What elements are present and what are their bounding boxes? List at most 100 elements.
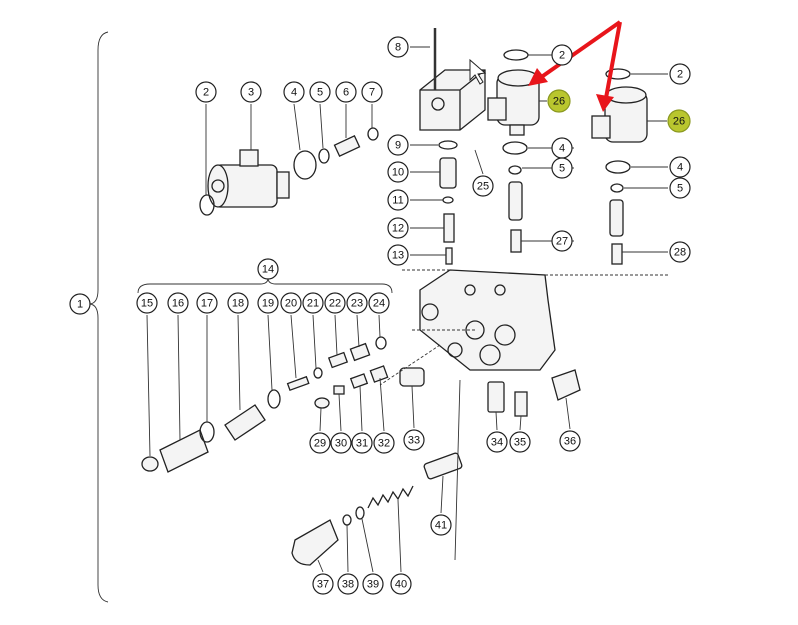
callout-22: 22 xyxy=(324,292,346,314)
callout-number: 14 xyxy=(262,264,274,276)
callout-circle xyxy=(309,432,331,454)
callout-number: 21 xyxy=(307,298,319,310)
callout-14: 14 xyxy=(257,258,279,280)
callout-5: 5 xyxy=(309,81,331,103)
callout-circle xyxy=(430,514,452,536)
callout-circle xyxy=(551,44,573,66)
callout-circle xyxy=(302,292,324,314)
callout-33: 33 xyxy=(403,429,425,451)
callout-number: 39 xyxy=(367,579,379,591)
callout-number: 26 xyxy=(553,96,565,108)
callout-35: 35 xyxy=(509,431,531,453)
callout-number: 7 xyxy=(369,87,375,99)
callout-27: 27 xyxy=(551,230,573,252)
callout-circle xyxy=(337,573,359,595)
callout-circle xyxy=(669,156,691,178)
callout-circle xyxy=(387,161,409,183)
callout-13: 13 xyxy=(387,244,409,266)
callout-circle xyxy=(387,244,409,266)
callout-23: 23 xyxy=(346,292,368,314)
callout-circle xyxy=(196,292,218,314)
callout-number: 25 xyxy=(477,181,489,193)
callout-circle xyxy=(368,292,390,314)
callout-number: 15 xyxy=(141,298,153,310)
callout-5: 5 xyxy=(669,177,691,199)
callout-circle xyxy=(330,432,352,454)
assembly-bracket xyxy=(89,31,109,603)
callout-38: 38 xyxy=(337,573,359,595)
callout-number: 28 xyxy=(674,247,686,259)
callout-4: 4 xyxy=(669,156,691,178)
callout-number: 19 xyxy=(262,298,274,310)
callout-number: 37 xyxy=(317,579,329,591)
callout-circle xyxy=(280,292,302,314)
callout-41: 41 xyxy=(430,514,452,536)
callout-number: 11 xyxy=(392,195,403,207)
group-bracket-14 xyxy=(137,277,393,294)
callout-number: 33 xyxy=(408,435,420,447)
callout-circle xyxy=(346,292,368,314)
callout-25: 25 xyxy=(472,175,494,197)
callout-circle xyxy=(559,430,581,452)
callout-26-highlighted: 26 xyxy=(547,89,571,113)
callout-circle xyxy=(362,573,384,595)
callout-number: 13 xyxy=(392,250,404,262)
callout-circle xyxy=(509,431,531,453)
callout-number: 2 xyxy=(677,69,683,81)
callout-number: 17 xyxy=(201,298,213,310)
callout-4: 4 xyxy=(551,137,573,159)
callout-number: 2 xyxy=(203,87,209,99)
callout-circle xyxy=(257,292,279,314)
callout-24: 24 xyxy=(368,292,390,314)
callout-circle xyxy=(547,89,571,113)
callout-number: 3 xyxy=(248,87,254,99)
callout-circle xyxy=(669,63,691,85)
callout-number: 29 xyxy=(314,438,326,450)
callout-2: 2 xyxy=(551,44,573,66)
callout-circle xyxy=(283,81,305,103)
callout-number: 16 xyxy=(172,298,184,310)
callout-circle xyxy=(361,81,383,103)
callout-number: 20 xyxy=(285,298,297,310)
callout-circle xyxy=(312,573,334,595)
callout-circle xyxy=(257,258,279,280)
callout-circle xyxy=(390,573,412,595)
callout-number: 41 xyxy=(435,520,447,532)
mouse-cursor-icon xyxy=(469,58,487,85)
callout-number: 5 xyxy=(559,163,565,175)
callout-32: 32 xyxy=(373,432,395,454)
callout-number: 9 xyxy=(395,140,401,152)
callout-29: 29 xyxy=(309,432,331,454)
callout-number: 4 xyxy=(559,143,565,155)
callout-2: 2 xyxy=(195,81,217,103)
callout-circle xyxy=(669,241,691,263)
callout-circle xyxy=(669,177,691,199)
callout-18: 18 xyxy=(227,292,249,314)
callout-number: 6 xyxy=(343,87,349,99)
callout-number: 34 xyxy=(491,437,503,449)
leader-lines xyxy=(146,46,668,573)
callout-number: 2 xyxy=(559,50,565,62)
callout-circle xyxy=(486,431,508,453)
callout-circle xyxy=(373,432,395,454)
callout-number: 30 xyxy=(335,438,347,450)
callout-circle xyxy=(195,81,217,103)
callout-circle xyxy=(335,81,357,103)
callout-circle xyxy=(167,292,189,314)
callout-11: 11 xyxy=(387,189,409,211)
callout-31: 31 xyxy=(351,432,373,454)
callout-12: 12 xyxy=(387,217,409,239)
callout-30: 30 xyxy=(330,432,352,454)
callout-16: 16 xyxy=(167,292,189,314)
callout-number: 22 xyxy=(329,298,341,310)
callout-26-highlighted: 26 xyxy=(667,109,691,133)
callout-17: 17 xyxy=(196,292,218,314)
callout-circle xyxy=(136,292,158,314)
callout-number: 10 xyxy=(392,167,404,179)
callout-3: 3 xyxy=(240,81,262,103)
callout-6: 6 xyxy=(335,81,357,103)
callout-5: 5 xyxy=(551,157,573,179)
callout-34: 34 xyxy=(486,431,508,453)
callout-number: 35 xyxy=(514,437,526,449)
